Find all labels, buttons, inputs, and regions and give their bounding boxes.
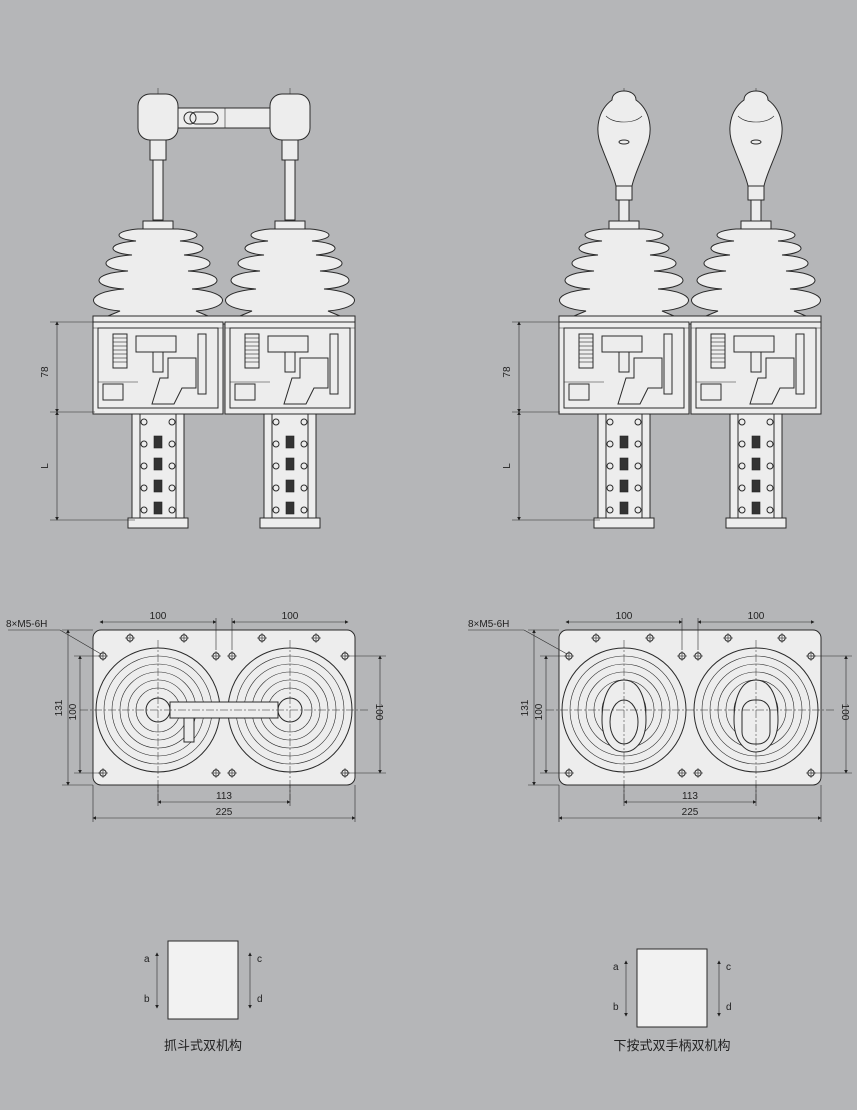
dim-100-right-v2: 100: [839, 704, 850, 721]
screw-spec-right: 8×M5-6H: [468, 619, 509, 630]
dir-a-left: a: [144, 954, 150, 965]
left-elevation-view: [92, 88, 356, 529]
dim-100-right-b: 100: [748, 611, 765, 622]
dim-131-right: 131: [520, 699, 531, 716]
caption-left: 抓斗式双机构: [164, 1038, 242, 1053]
dim-100-left-a: 100: [150, 611, 167, 622]
dir-d-left: d: [257, 994, 263, 1005]
dim-L-left: L: [40, 463, 51, 469]
left-height-dimensions: [50, 321, 135, 521]
left-direction-diagram: [155, 940, 252, 1020]
right-direction-diagram: [624, 948, 721, 1028]
dim-100-right-a: 100: [616, 611, 633, 622]
dim-L-right: L: [502, 463, 513, 469]
dim-131-left: 131: [54, 699, 65, 716]
dir-c-right: c: [726, 962, 731, 973]
dim-78-right: 78: [502, 366, 513, 378]
dir-b-left: b: [144, 994, 150, 1005]
dim-78-left: 78: [40, 366, 51, 378]
dim-225-left: 225: [216, 807, 233, 818]
dir-a-right: a: [613, 962, 619, 973]
dir-b-right: b: [613, 1002, 619, 1013]
right-elevation-view: [558, 88, 822, 529]
dim-100-right-v: 100: [534, 703, 545, 720]
right-plan-dimensions: [468, 618, 852, 822]
dim-113-right: 113: [682, 791, 698, 802]
right-height-dimensions: [512, 321, 600, 521]
right-plan-view: [546, 629, 836, 800]
dim-225-right: 225: [682, 807, 699, 818]
caption-right: 下按式双手柄双机构: [613, 1038, 730, 1053]
dir-d-right: d: [726, 1002, 732, 1013]
left-plan-view: [80, 629, 370, 800]
dim-100-left-b: 100: [282, 611, 299, 622]
dim-100-left-v2: 100: [373, 704, 384, 721]
left-plan-dimensions: [8, 618, 386, 822]
dim-113-left: 113: [216, 791, 232, 802]
dim-100-left-v: 100: [68, 703, 79, 720]
dir-c-left: c: [257, 954, 262, 965]
screw-spec-left: 8×M5-6H: [6, 619, 47, 630]
